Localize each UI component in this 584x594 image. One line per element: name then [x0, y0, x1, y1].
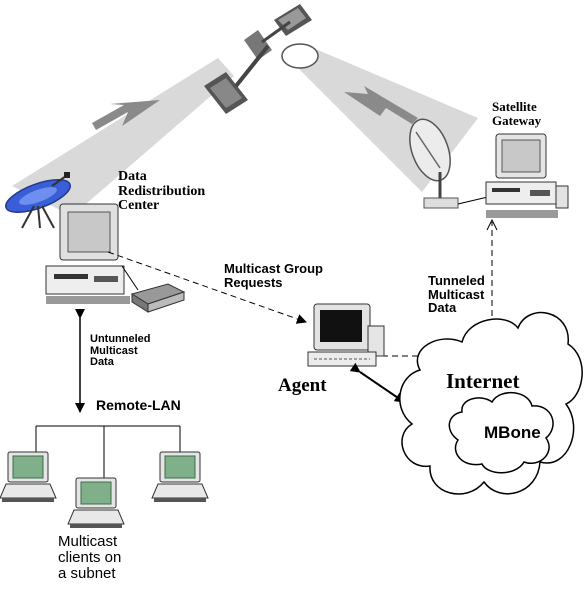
mbone-label: MBone — [484, 423, 541, 442]
clients-label-line1: Multicast — [58, 533, 118, 550]
uplink-dish-icon — [409, 118, 493, 209]
multicast-group-requests-label: Multicast Group Requests — [224, 262, 323, 289]
agent-label: Agent — [278, 375, 327, 396]
mgr-label-line2: Requests — [224, 274, 283, 290]
untunneled-multicast-data-label: Untunneled Multicast Data — [90, 333, 151, 369]
multicast-clients-label: Multicast clients on a subnet — [58, 534, 121, 581]
tmd-label-line2: Multicast — [428, 286, 485, 302]
uplink-arrow — [344, 86, 418, 124]
laptop-icon — [151, 451, 209, 502]
workstation-icon — [485, 133, 569, 218]
tmd-label-line3: Data — [428, 300, 457, 316]
multicast-request-path — [107, 251, 307, 324]
mbone-cloud — [448, 392, 554, 474]
satellite-gateway-label-line2: Gateway — [492, 112, 542, 128]
satellite-dish-icon — [5, 172, 71, 229]
satellite-icon — [204, 4, 319, 114]
downlink-arrow — [92, 100, 160, 130]
network-hub-icon — [130, 283, 186, 313]
laptop-icon — [0, 451, 57, 502]
remote-lan-bus — [35, 425, 181, 480]
laptop-icon — [67, 477, 125, 528]
drc-label-line3: Center — [118, 198, 160, 214]
clients-label-line3: a subnet — [58, 564, 116, 582]
agent-internet-arrow — [349, 362, 405, 403]
remote-lan-label: Remote-LAN — [96, 397, 181, 413]
tmd-label-line1: Tunneled — [428, 273, 485, 288]
data-redistribution-center-label: Data Redistribution Center — [118, 169, 206, 214]
satellite-gateway-label-line1: Satellite — [492, 99, 537, 114]
umd-label-line2: Multicast — [90, 344, 138, 357]
umd-label-line3: Data — [90, 356, 114, 369]
workstation-icon — [307, 303, 385, 367]
drc-label-line1: Data — [118, 169, 147, 184]
uplink-beam — [292, 50, 478, 192]
umd-label-line1: Untunneled — [90, 333, 151, 345]
clients-label-line2: clients on — [58, 548, 122, 566]
workstation-icon — [45, 203, 130, 304]
mgr-label-line1: Multicast Group — [224, 261, 323, 276]
drc-label-line2: Redistribution — [118, 183, 206, 199]
satellite-gateway-label: Satellite Gateway — [492, 100, 541, 127]
internet-label: Internet — [446, 369, 520, 393]
tunneled-multicast-data-label: Tunneled Multicast Data — [428, 274, 485, 315]
